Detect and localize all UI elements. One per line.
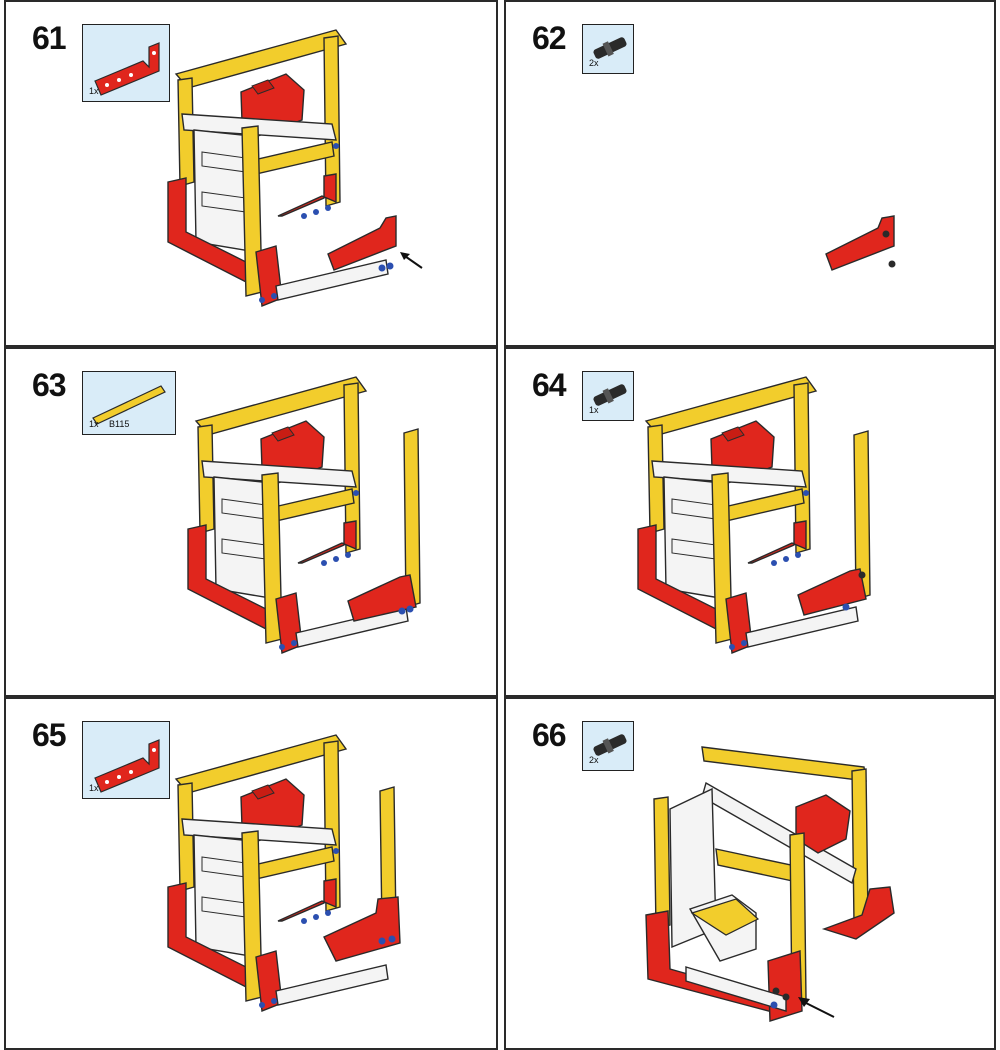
step-number: 66 xyxy=(532,717,567,753)
model-illustration xyxy=(825,215,896,271)
part-quantity: 1x xyxy=(89,419,99,429)
step-number: 61 xyxy=(32,20,67,56)
part-quantity: 1x xyxy=(589,405,599,415)
step-panel-64: 64 1x xyxy=(504,347,996,697)
part-id: B115 xyxy=(109,419,130,429)
step-panel-62: 62 2x xyxy=(504,0,996,347)
parts-callout: 2x xyxy=(582,24,634,74)
parts-callout: 1x xyxy=(582,371,634,421)
part-quantity: 1x xyxy=(89,783,99,793)
parts-callout: 2x xyxy=(582,721,634,771)
step-number: 64 xyxy=(532,367,567,403)
model-illustration xyxy=(187,376,421,654)
step-number: 62 xyxy=(532,20,567,56)
model-illustration xyxy=(167,29,423,307)
step-number: 65 xyxy=(32,717,67,753)
model-illustration xyxy=(637,376,871,654)
model-illustration xyxy=(645,746,895,1022)
step-number: 63 xyxy=(32,367,67,403)
model-illustration xyxy=(167,734,401,1012)
parts-callout: 1x B115 xyxy=(82,371,176,435)
part-quantity: 1x xyxy=(89,86,99,96)
arrow-icon xyxy=(801,1000,835,1018)
step-panel-61: 61 1x xyxy=(4,0,498,347)
part-quantity: 2x xyxy=(589,58,599,68)
part-quantity: 2x xyxy=(589,755,599,765)
step-panel-63: 63 1x B115 xyxy=(4,347,498,697)
parts-callout: 1x xyxy=(82,721,170,799)
step-panel-65: 65 1x xyxy=(4,697,498,1050)
step-panel-66: 66 2x xyxy=(504,697,996,1050)
parts-callout: 1x xyxy=(82,24,170,102)
